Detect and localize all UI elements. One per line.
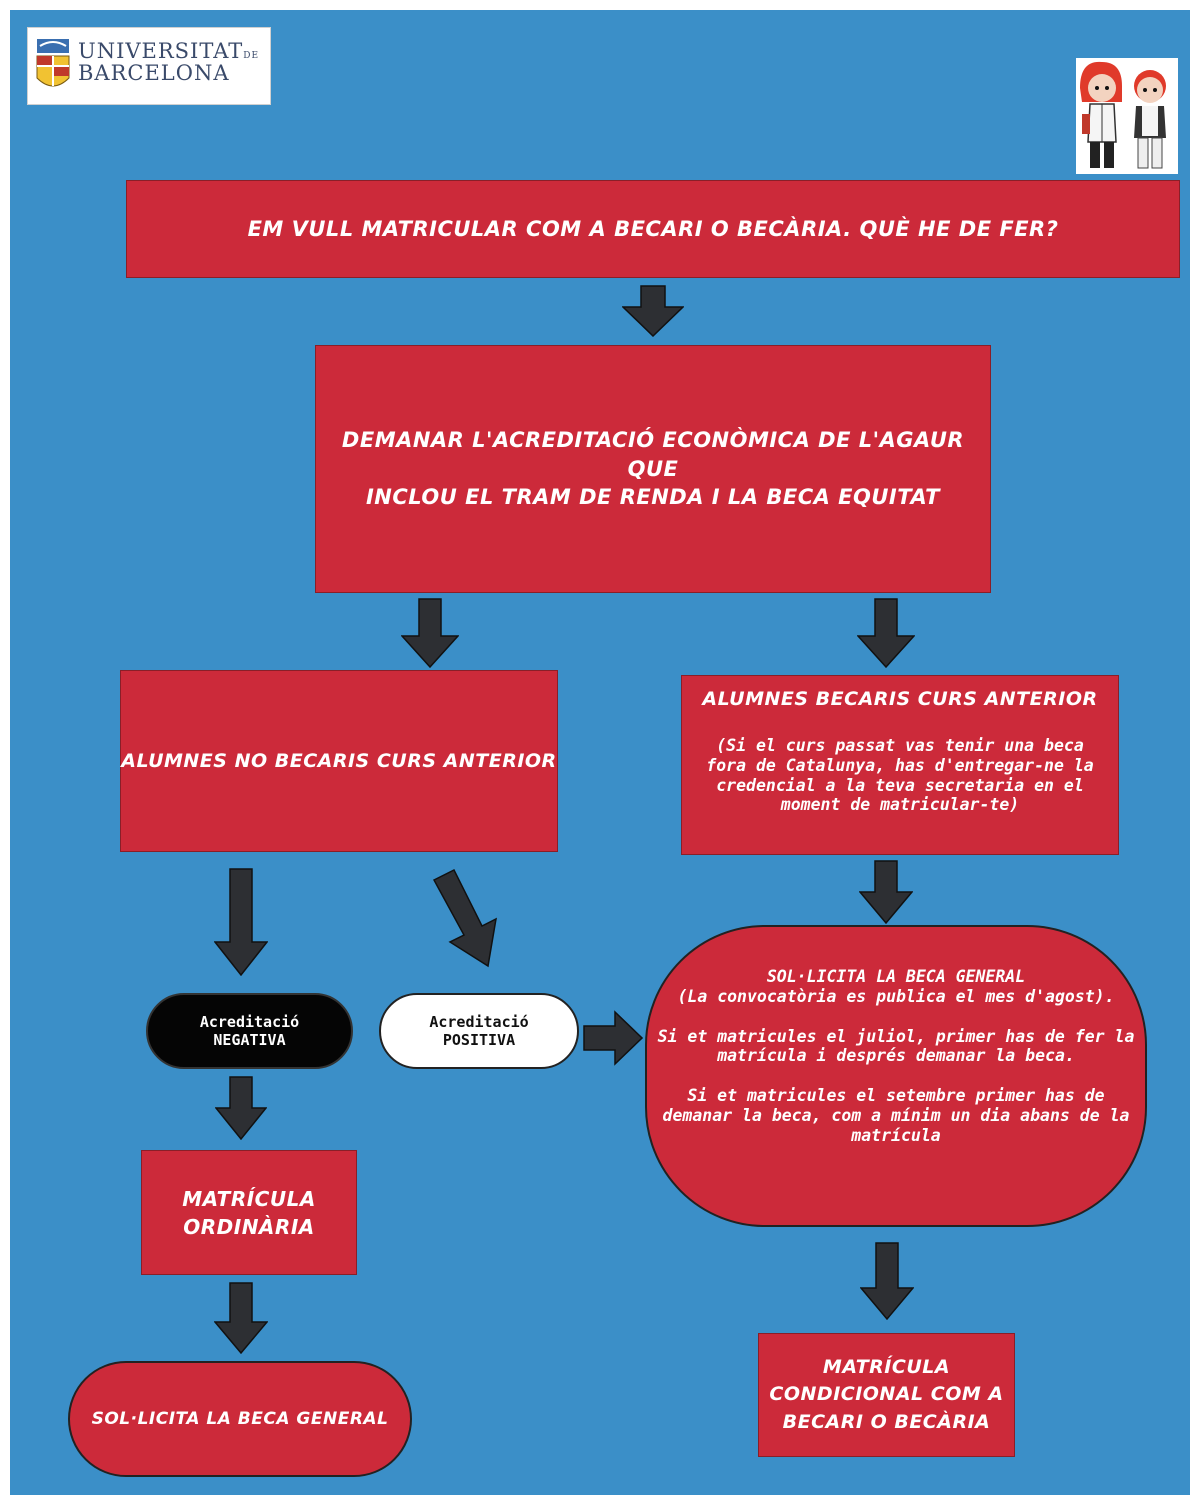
two-students-illustration (1076, 58, 1178, 174)
university-shield-icon (36, 39, 70, 87)
beca-general-p3: Si et matricules el setembre primer has … (662, 1086, 1130, 1145)
becaris-note: (Si el curs passat vas tenir una beca fo… (706, 736, 1094, 815)
beca-general-p2: Si et matricules el juliol, primer has d… (657, 1026, 1135, 1066)
arrow-down-icon (401, 598, 459, 668)
arrow-down-icon (857, 598, 915, 668)
title-box: EM VULL MATRICULAR COM A BECARI O BECÀRI… (126, 180, 1180, 278)
positiva-line2: POSITIVA (442, 1031, 516, 1049)
university-name: UNIVERSITATDE BARCELONA (78, 40, 259, 84)
positiva-pill: Acreditació POSITIVA (379, 993, 579, 1069)
beca-general-p1: (La convocatòria es publica el mes d'ago… (677, 986, 1115, 1006)
negativa-line1: Acreditació (199, 1013, 300, 1031)
arrow-down-icon (215, 1076, 267, 1140)
logo-name-small: DE (243, 51, 260, 61)
no-becaris-box: ALUMNES NO BECARIS CURS ANTERIOR (120, 670, 558, 852)
no-becaris-text: ALUMNES NO BECARIS CURS ANTERIOR (121, 750, 557, 772)
arrow-down-icon (860, 1242, 914, 1320)
arrow-right-icon (583, 1010, 643, 1066)
matricula-ordinaria-text: MATRÍCULA ORDINÀRIA (182, 1186, 316, 1239)
beca-general-content: SOL·LICITA LA BECA GENERAL (La convocatò… (653, 967, 1139, 1146)
arrow-down-icon (622, 285, 684, 337)
arrow-down-icon (214, 868, 268, 976)
becaris-box: ALUMNES BECARIS CURS ANTERIOR (Si el cur… (681, 675, 1119, 855)
acreditacio-box: DEMANAR L'ACREDITACIÓ ECONÒMICA DE L'AGA… (315, 345, 991, 593)
becaris-title: ALUMNES BECARIS CURS ANTERIOR (702, 688, 1098, 710)
negativa-pill: Acreditació NEGATIVA (146, 993, 353, 1069)
arrow-diagonal-icon (432, 868, 497, 968)
sollicita-final-text: SOL·LICITA LA BECA GENERAL (91, 1409, 389, 1429)
matricula-condicional-text: MATRÍCULA CONDICIONAL COM A BECARI O BEC… (769, 1355, 1004, 1433)
logo-name-line1: UNIVERSITAT (78, 39, 244, 63)
arrow-down-icon (859, 860, 913, 924)
acreditacio-text: DEMANAR L'ACREDITACIÓ ECONÒMICA DE L'AGA… (341, 428, 965, 510)
logo-name-line2: BARCELONA (78, 61, 230, 86)
beca-general-title: SOL·LICITA LA BECA GENERAL (766, 967, 1026, 986)
beca-general-box: SOL·LICITA LA BECA GENERAL (La convocatò… (645, 925, 1147, 1227)
sollicita-beca-general-pill: SOL·LICITA LA BECA GENERAL (68, 1361, 412, 1477)
negativa-line2: NEGATIVA (213, 1031, 286, 1049)
title-text: EM VULL MATRICULAR COM A BECARI O BECÀRI… (247, 217, 1059, 241)
arrow-down-icon (214, 1282, 268, 1354)
university-logo: UNIVERSITATDE BARCELONA (27, 27, 271, 105)
positiva-line1: Acreditació (429, 1013, 529, 1031)
matricula-ordinaria-box: MATRÍCULA ORDINÀRIA (141, 1150, 357, 1275)
matricula-condicional-box: MATRÍCULA CONDICIONAL COM A BECARI O BEC… (758, 1333, 1015, 1457)
